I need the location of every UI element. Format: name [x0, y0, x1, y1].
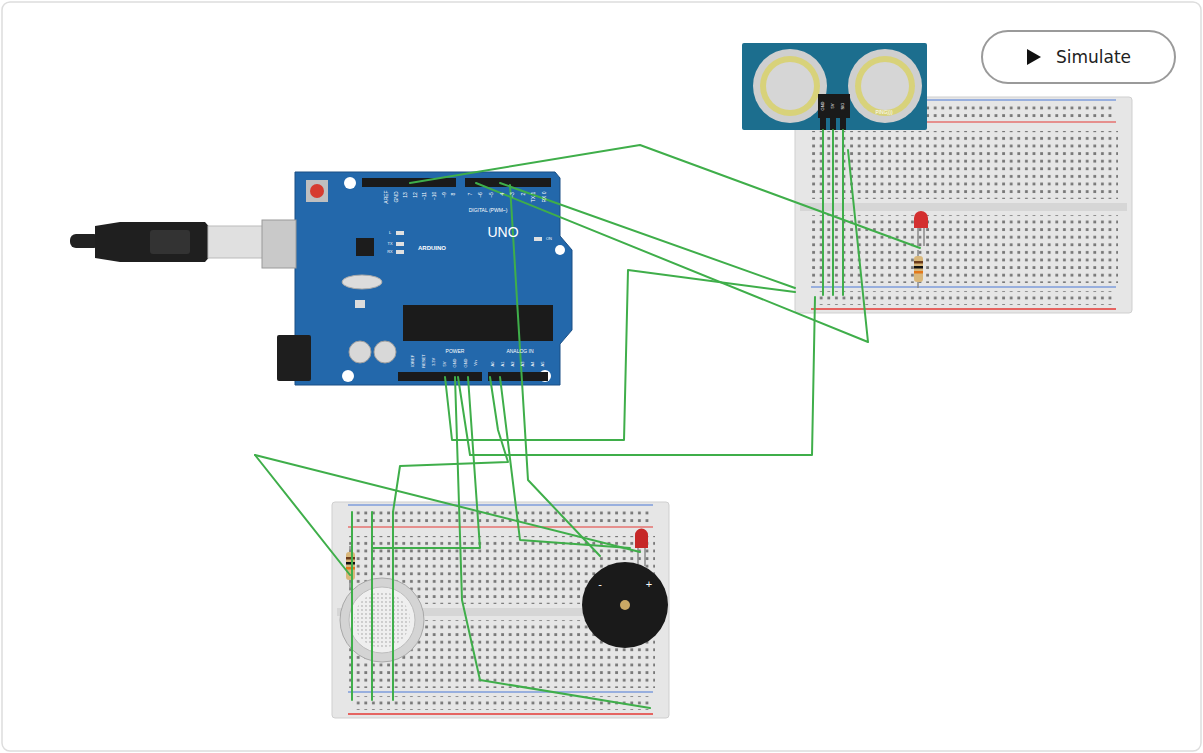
board-label: GND — [453, 359, 457, 368]
board-label: ~9 — [442, 192, 447, 198]
board-label: TX — [387, 242, 392, 246]
board-label: AREF — [384, 190, 389, 203]
board-label: RX — [387, 250, 393, 254]
board-label: ~6 — [478, 192, 483, 198]
simulate-button: Simulate — [981, 30, 1176, 84]
board-label: A2 — [511, 362, 515, 367]
board-label: GND — [394, 191, 399, 202]
board-label: 5V — [443, 362, 447, 367]
board-label: Vin — [474, 360, 478, 366]
board-label: TX 1 — [531, 192, 536, 203]
board-label: 13 — [403, 192, 408, 198]
board-label: A3 — [521, 362, 525, 367]
board-label: RESET — [422, 354, 426, 367]
board-label: A5 — [541, 362, 545, 367]
board-label: ~5 — [489, 192, 494, 198]
board-label: RX 0 — [542, 191, 547, 202]
board-label: - — [598, 579, 602, 590]
board-label: A1 — [501, 362, 505, 367]
board-label: 4 — [500, 193, 505, 196]
board-label: PING))) — [875, 110, 892, 115]
board-label: ON — [546, 237, 552, 241]
board-label: ANALOG IN — [506, 349, 533, 354]
board-label: ~3 — [510, 192, 515, 198]
board-label: GND — [821, 102, 825, 111]
board-label: IOREF — [411, 355, 415, 367]
board-label: DIGITAL (PWM~) — [469, 208, 508, 213]
board-label: 2 — [521, 193, 526, 196]
board-label: POWER — [446, 349, 465, 354]
board-label: L — [389, 231, 391, 235]
play-icon — [1026, 48, 1042, 66]
board-label: 3.3V — [432, 358, 436, 366]
board-label: + — [646, 579, 652, 590]
board-label: ARDUINO — [418, 245, 446, 251]
board-label: 5V — [831, 104, 835, 109]
board-label: A0 — [491, 362, 495, 367]
board-label: SIG — [841, 103, 845, 110]
board-label: GND — [464, 359, 468, 368]
board-label: 12 — [413, 192, 418, 198]
button-text: Simulate — [1056, 47, 1131, 67]
board-label: ~11 — [422, 192, 427, 200]
board-label: A4 — [531, 362, 535, 367]
board-label: UNO — [487, 225, 518, 239]
board-label: 7 — [468, 193, 473, 196]
board-label: 8 — [451, 193, 456, 196]
board-label: ~10 — [432, 192, 437, 200]
